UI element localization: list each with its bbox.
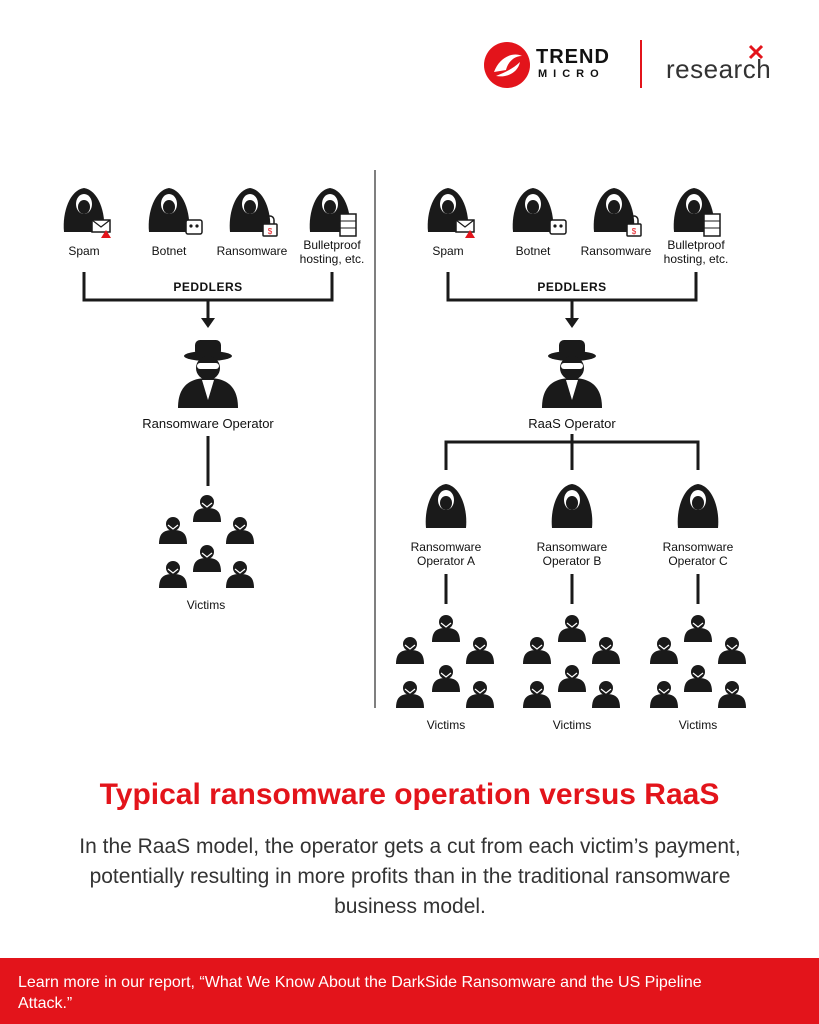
description-text: In the RaaS model, the operator gets a c… [79,835,741,918]
victim-person-icon [591,680,621,709]
lock-icon: $ [262,215,278,237]
logo-micro-text: MICRO [538,68,605,80]
victim-person-icon [557,614,587,643]
svg-text:$: $ [268,227,273,236]
server-icon [703,213,721,237]
peddler-label-bulletproof: Bulletproof hosting, etc. [663,238,729,266]
victim-person-icon [431,664,461,693]
peddlers-label: PEDDLERS [173,280,243,294]
svg-text:$: $ [632,227,637,236]
victim-person-icon [649,636,679,665]
page-title: Typical ransomware operation versus RaaS [99,778,720,811]
envelope-warning-icon [455,219,475,238]
lock-icon: $ [626,215,642,237]
spy-operator-icon [542,340,602,408]
report-link[interactable]: Learn more in our report, “What We Know … [18,974,702,1012]
victim-person-icon [522,636,552,665]
raas-operator-label: RaaS Operator [528,416,616,431]
victim-person-icon [717,680,747,709]
ransomware-operator-label: Ransomware Operator [142,416,274,431]
footer-banner [0,958,819,1024]
peddler-label-spam: Spam [432,244,464,258]
diagram-canvas: $ $ [63,170,747,709]
victims-label: Victims [552,718,592,732]
peddler-label-ransomware: Ransomware [216,244,288,258]
victim-person-icon [192,544,222,573]
research-x-icon [748,44,764,60]
victims-label: Victims [678,718,718,732]
victim-person-icon [591,636,621,665]
peddler-label-ransomware: Ransomware [580,244,652,258]
victim-person-icon [395,636,425,665]
logo-trend-text: TREND [536,46,610,68]
hooded-hacker-icon [512,188,554,232]
victim-person-icon [717,636,747,665]
victim-person-icon [225,560,255,589]
peddlers-label: PEDDLERS [537,280,607,294]
server-icon [339,213,357,237]
peddler-label-spam: Spam [68,244,100,258]
peddler-label-bulletproof: Bulletproof hosting, etc. [299,238,365,266]
victims-label: Victims [186,598,226,612]
victim-person-icon [431,614,461,643]
victim-person-icon [158,516,188,545]
hooded-hacker-icon [425,484,467,528]
victim-person-icon [522,680,552,709]
hooded-hacker-icon [148,188,190,232]
victim-person-icon [192,494,222,523]
logo-divider [640,40,642,88]
victim-person-icon [465,636,495,665]
victims-label: Victims [426,718,466,732]
victim-person-icon [395,680,425,709]
robot-icon [185,219,203,235]
hooded-hacker-icon [551,484,593,528]
peddler-label-botnet: Botnet [515,244,551,258]
trend-micro-ball-icon [484,42,530,88]
brand-logo: TREND MICRO research [484,40,784,90]
victim-person-icon [683,664,713,693]
robot-icon [549,219,567,235]
victim-person-icon [158,560,188,589]
peddler-label-botnet: Botnet [151,244,187,258]
victim-person-icon [683,614,713,643]
victim-person-icon [465,680,495,709]
victim-person-icon [225,516,255,545]
hooded-hacker-icon [677,484,719,528]
victim-person-icon [557,664,587,693]
envelope-warning-icon [91,219,111,238]
spy-operator-icon [178,340,238,408]
logo-research-text: research [666,54,772,84]
victim-person-icon [649,680,679,709]
